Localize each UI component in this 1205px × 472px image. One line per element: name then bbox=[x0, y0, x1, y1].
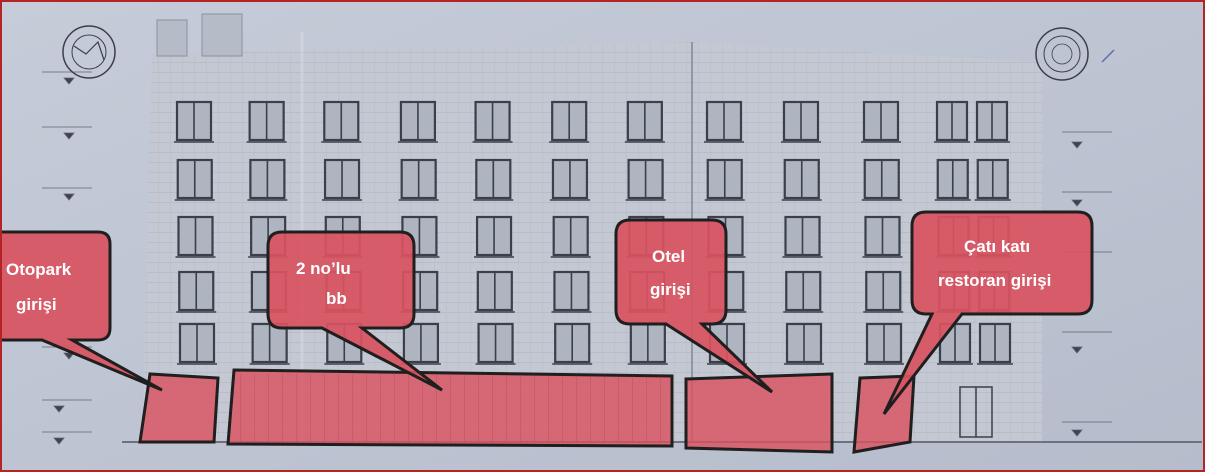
facade-window bbox=[782, 215, 823, 258]
facade-window bbox=[783, 270, 824, 313]
facade-window bbox=[247, 158, 288, 201]
callout-otopark-line1: Otopark bbox=[6, 260, 72, 279]
facade-window bbox=[474, 215, 515, 258]
facade-window bbox=[977, 322, 1013, 365]
facade-window bbox=[781, 100, 821, 143]
facade-window bbox=[549, 158, 590, 201]
left-level-markers bbox=[42, 71, 92, 445]
facade-window bbox=[400, 322, 441, 365]
facade-window bbox=[704, 100, 744, 143]
facade-window bbox=[862, 215, 903, 258]
facade-window bbox=[397, 100, 438, 143]
facade-window bbox=[863, 270, 904, 313]
facade-window bbox=[784, 322, 824, 365]
zone-otopark bbox=[138, 372, 220, 444]
highlight-zones bbox=[138, 368, 916, 454]
callout-otel-line1: Otel bbox=[652, 247, 685, 266]
facade-window bbox=[475, 322, 516, 365]
facade-window bbox=[321, 100, 362, 143]
facade-window bbox=[177, 322, 217, 365]
facade-window bbox=[549, 100, 590, 143]
facade-window bbox=[861, 100, 901, 143]
stamp-seal-right bbox=[1035, 27, 1115, 81]
callout-otopark: Otopark girişi bbox=[2, 230, 163, 392]
facade-window bbox=[974, 158, 1011, 201]
facade-window bbox=[864, 322, 904, 365]
facade-window bbox=[398, 158, 439, 201]
facade-window bbox=[551, 270, 592, 313]
callout-restoran: Çatı katı restoran girişi bbox=[882, 210, 1094, 415]
entrance-door bbox=[959, 386, 993, 438]
facade-window bbox=[174, 158, 215, 201]
stamp-seal-left bbox=[62, 25, 116, 79]
facade-window bbox=[934, 158, 971, 201]
callout-2-nolu-bb-line1: 2 no’lu bbox=[296, 259, 351, 278]
callout-otel-line2: girişi bbox=[650, 280, 691, 299]
facade-window bbox=[934, 100, 970, 143]
facade-window bbox=[861, 158, 902, 201]
facade-window bbox=[781, 158, 822, 201]
facade-window bbox=[472, 100, 513, 143]
callout-restoran-line2: restoran girişi bbox=[938, 271, 1051, 290]
facade-window bbox=[175, 215, 216, 258]
facade-window bbox=[627, 322, 668, 365]
facade-window bbox=[176, 270, 217, 313]
facade-window bbox=[473, 158, 514, 201]
facade-window bbox=[704, 158, 745, 201]
callout-otopark-line2: girişi bbox=[16, 295, 57, 314]
facade-window bbox=[550, 215, 591, 258]
facade-window bbox=[246, 100, 287, 143]
callout-2-nolu-bb-line2: bb bbox=[326, 289, 347, 308]
facade-window bbox=[474, 270, 515, 313]
facade-window bbox=[552, 322, 593, 365]
facade-window bbox=[322, 158, 363, 201]
facade-window bbox=[625, 158, 666, 201]
callout-2-nolu-bb: 2 no’lu bb bbox=[266, 230, 443, 392]
zone-otel bbox=[684, 372, 834, 454]
callout-otel: Otel girişi bbox=[614, 218, 774, 394]
facade-window bbox=[624, 100, 665, 143]
facade-window bbox=[249, 322, 290, 365]
window-grid bbox=[174, 100, 1013, 365]
callout-restoran-line1: Çatı katı bbox=[964, 237, 1030, 256]
facade-window bbox=[974, 100, 1010, 143]
facade-window bbox=[174, 100, 214, 143]
